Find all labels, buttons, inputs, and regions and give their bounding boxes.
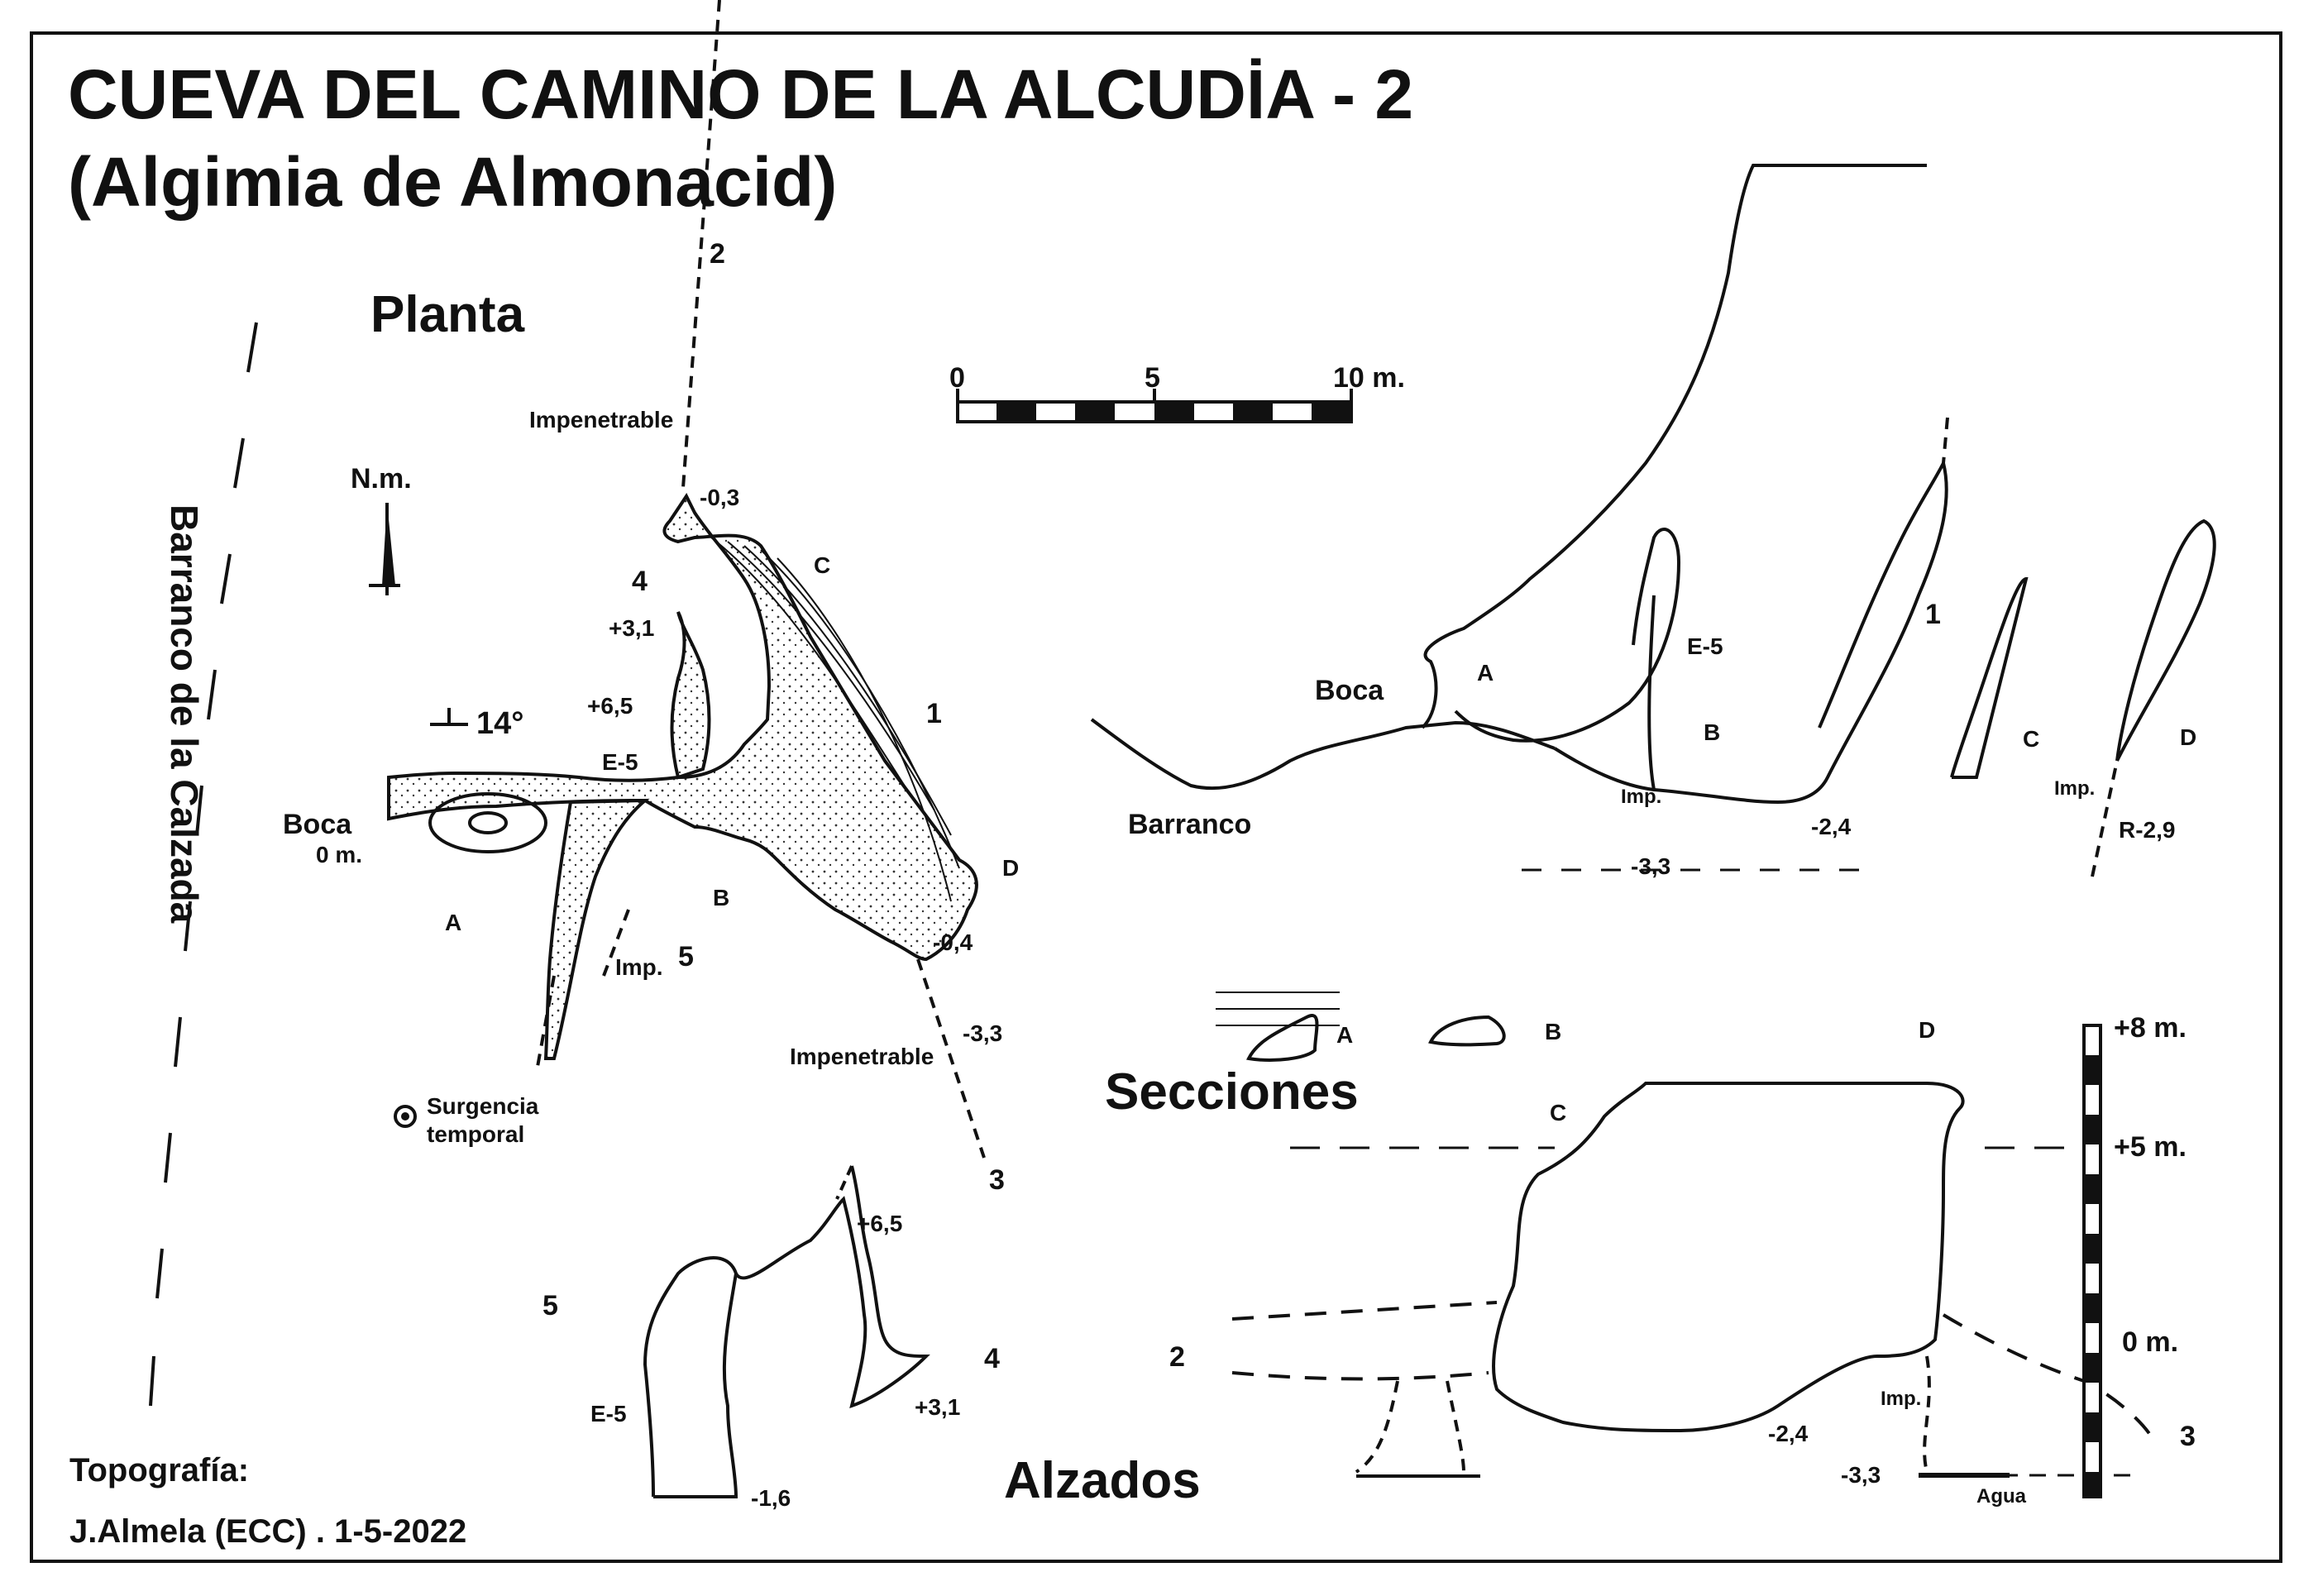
- scale-bar: [956, 389, 1353, 423]
- alzado-h65: +6,5: [857, 1211, 903, 1236]
- plan-h65: +6,5: [587, 693, 633, 719]
- alzado-h31: +3,1: [915, 1394, 961, 1420]
- north-arrow-icon: [369, 503, 400, 595]
- plan-C: C: [814, 552, 831, 578]
- profile-e5: E-5: [1687, 633, 1723, 659]
- alzado-main: [1231, 1082, 2152, 1478]
- legend-spring-line1: Surgencia: [427, 1093, 539, 1119]
- vscale-label-zero: 0 m.: [2122, 1326, 2179, 1358]
- profile-imp-2: Imp.: [2054, 777, 2096, 800]
- plan-impenetrable-top: Impenetrable: [529, 407, 674, 432]
- plan-h31: +3,1: [609, 615, 655, 641]
- alzado-n3: 3: [2180, 1421, 2196, 1452]
- dip-label: 14°: [476, 706, 524, 741]
- alzado-n4: 4: [984, 1343, 1000, 1374]
- profile-C: C: [2023, 726, 2040, 752]
- barranco-calzada-label: Barranco de la Calzada: [163, 504, 206, 924]
- plan-imp: Imp.: [615, 954, 663, 980]
- profile-D: D: [2180, 724, 2197, 750]
- title-line-1: CUEVA DEL CAMINO DE LA ALCUDİA - 2: [68, 55, 1414, 133]
- plan-A: A: [445, 910, 462, 935]
- alzado-agua: Agua: [1976, 1485, 2026, 1508]
- plan-n1: 1: [926, 698, 942, 729]
- plan-n4: 4: [632, 566, 648, 597]
- profile-cave: [1090, 164, 2216, 877]
- profile-d33: -3,3: [1631, 853, 1671, 879]
- mini-sections: [1216, 992, 1506, 1062]
- plan-n5: 5: [678, 941, 694, 972]
- profile-boca: Boca: [1315, 675, 1384, 706]
- plan-cave: [387, 493, 978, 1060]
- profile-B: B: [1704, 719, 1721, 745]
- alzado-e5: E-5: [590, 1401, 627, 1426]
- plan-depth-exit: -3,3: [963, 1020, 1003, 1046]
- alzado-D: D: [1919, 1017, 1936, 1043]
- profile-n1: 1: [1925, 599, 1941, 630]
- heading-alzados: Alzados: [1004, 1452, 1201, 1509]
- profile-A: A: [1477, 660, 1494, 686]
- alzado-n2: 2: [1169, 1341, 1185, 1373]
- vscale-label-mid: +5 m.: [2114, 1131, 2187, 1163]
- credits-line-2: J.Almela (ECC) . 1-5-2022: [69, 1513, 467, 1550]
- alzado-d33: -3,3: [1841, 1462, 1881, 1488]
- scale-label-0: 0: [949, 362, 965, 394]
- scale-label-10: 10 m.: [1333, 362, 1405, 394]
- plan-e5: E-5: [602, 749, 638, 775]
- credits-line-1: Topografía:: [69, 1452, 250, 1488]
- plan-axis-lines: [536, 0, 986, 1159]
- plan-n2: 2: [710, 238, 725, 270]
- alzado-d16: -1,6: [751, 1485, 791, 1511]
- barranco-calzada-line: [149, 322, 258, 1407]
- profile-r29: R-2,9: [2119, 817, 2176, 843]
- alzado-imp: Imp.: [1881, 1388, 1922, 1410]
- scale-label-5: 5: [1145, 362, 1160, 394]
- plan-D: D: [1002, 855, 1020, 881]
- dip-symbol-icon: [430, 708, 468, 726]
- section-B: B: [1545, 1019, 1562, 1044]
- plan-boca-label: Boca: [283, 809, 352, 840]
- alzado-d24: -2,4: [1768, 1421, 1809, 1446]
- legend-spring-line2: temporal: [427, 1121, 525, 1147]
- plan-B: B: [713, 885, 730, 910]
- plan-depth-bottom: -0,4: [933, 929, 973, 955]
- vertical-scale-bar: [2082, 1024, 2102, 1498]
- profile-barranco: Barranco: [1128, 809, 1252, 840]
- alzado-C: C: [1550, 1100, 1567, 1125]
- plan-depth-top: -0,3: [700, 485, 740, 510]
- section-A: A: [1336, 1022, 1354, 1048]
- alzado-n5: 5: [542, 1290, 558, 1321]
- profile-d24: -2,4: [1811, 814, 1852, 839]
- sheet-frame: [30, 31, 2282, 1563]
- plan-n3: 3: [989, 1164, 1005, 1196]
- alzado-e5: [643, 1165, 930, 1498]
- profile-imp-1: Imp.: [1621, 786, 1662, 808]
- heading-secciones: Secciones: [1105, 1063, 1359, 1121]
- spring-icon: [394, 1105, 417, 1128]
- north-label: N.m.: [351, 463, 412, 495]
- vscale-label-top: +8 m.: [2114, 1012, 2187, 1044]
- plan-impenetrable-bottom: Impenetrable: [790, 1044, 934, 1069]
- heading-planta: Planta: [370, 286, 525, 343]
- plan-zero-label: 0 m.: [316, 842, 363, 867]
